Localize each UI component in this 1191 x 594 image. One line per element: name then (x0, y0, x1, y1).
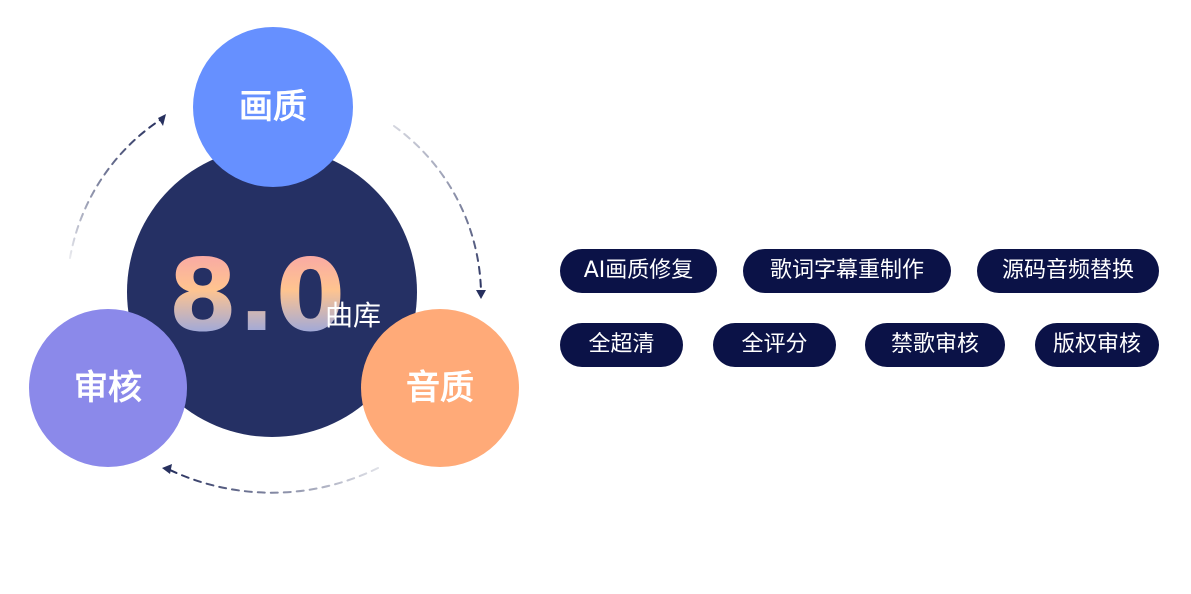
arrow-up-icon (158, 114, 166, 126)
node-shenhe-circle (29, 309, 187, 467)
tag-full-hd: 全超清 (560, 323, 683, 367)
arc-left-to-top (69, 119, 161, 259)
node-yinzhi-label: 音质 (406, 368, 474, 408)
node-shenhe-label: 审核 (74, 368, 142, 408)
node-huazhi-label: 画质 (239, 87, 307, 127)
center-circle (127, 147, 417, 437)
arrow-right-icon (476, 290, 486, 299)
tag-row-1: AI画质修复 歌词字幕重制作 源码音频替换 (560, 249, 1160, 293)
tag-full-score: 全评分 (713, 323, 836, 367)
arrow-left-icon (162, 464, 172, 474)
library-label: 曲库 (325, 299, 381, 332)
tag-source-audio: 源码音频替换 (977, 249, 1159, 293)
arc-right-to-left (169, 467, 379, 494)
arc-top-to-right (393, 125, 482, 293)
tag-lyrics-remake: 歌词字幕重制作 (743, 249, 951, 293)
tag-row-2: 全超清 全评分 禁歌审核 版权审核 (560, 323, 1160, 367)
node-huazhi-circle (193, 27, 353, 187)
tag-ai-restore: AI画质修复 (560, 249, 717, 293)
node-yinzhi-circle (361, 309, 519, 467)
version-number: 8.0 (168, 237, 345, 354)
tag-copyright-review: 版权审核 (1035, 323, 1159, 367)
tag-banned-review: 禁歌审核 (865, 323, 1005, 367)
